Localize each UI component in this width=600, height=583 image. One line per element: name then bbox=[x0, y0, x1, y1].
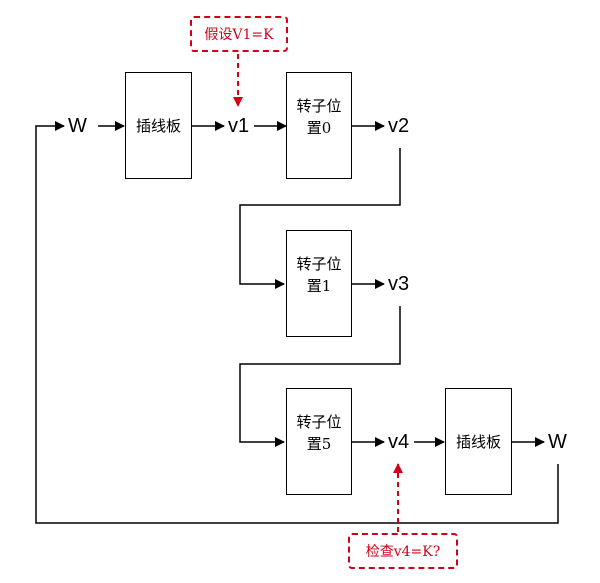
signal-w-input: W bbox=[68, 115, 87, 137]
signal-w-output: W bbox=[548, 431, 567, 453]
rotor-position-5-label: 转子位置5 bbox=[296, 413, 342, 453]
plugboard-input-box: 插线板 bbox=[125, 72, 192, 179]
signal-v1: v1 bbox=[228, 115, 250, 137]
feedback-loop bbox=[35, 121, 559, 524]
rotor-position-5-box: 转子位置5 bbox=[286, 388, 352, 495]
connector-v2-to-rotor1 bbox=[239, 148, 401, 289]
check-annotation-text: 检查v4=K? bbox=[365, 544, 441, 560]
rotor-position-0-box: 转子位置0 bbox=[286, 72, 352, 179]
plugboard-output-label: 插线板 bbox=[455, 432, 501, 451]
signal-v3: v3 bbox=[388, 273, 410, 295]
rotor-position-0-label: 转子位置0 bbox=[296, 97, 342, 137]
check-annotation-box: 检查v4=K? bbox=[348, 533, 458, 569]
plugboard-output-box: 插线板 bbox=[445, 388, 512, 495]
rotor-position-1-box: 转子位置1 bbox=[286, 230, 352, 337]
connector-v3-to-rotor5 bbox=[239, 306, 401, 447]
rotor-position-1-label: 转子位置1 bbox=[296, 255, 342, 295]
plugboard-input-label: 插线板 bbox=[135, 116, 181, 135]
assume-annotation-text: 假设V1=K bbox=[204, 27, 274, 43]
assume-annotation-box: 假设V1=K bbox=[190, 16, 288, 52]
signal-v4: v4 bbox=[388, 431, 410, 453]
signal-v2: v2 bbox=[388, 115, 410, 137]
